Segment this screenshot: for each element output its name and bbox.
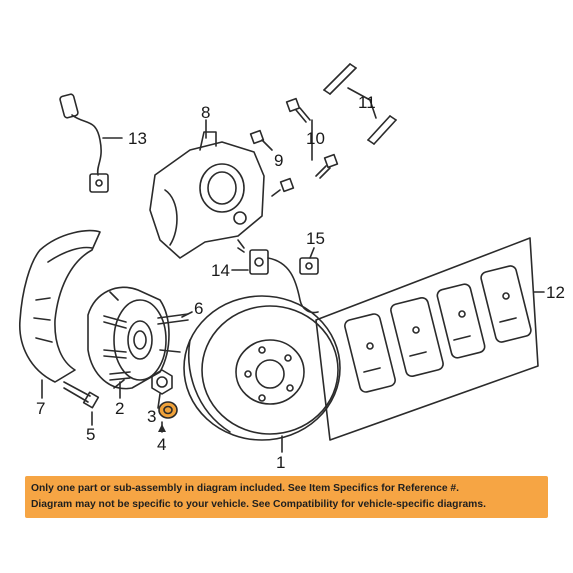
callout-1: 1 — [276, 453, 285, 472]
caliper-bolts — [285, 97, 339, 179]
callout-8: 8 — [201, 103, 210, 122]
disclaimer-banner: Only one part or sub-assembly in diagram… — [25, 476, 548, 518]
hub-washer-highlighted — [158, 401, 178, 433]
callout-3: 3 — [147, 407, 156, 426]
hub-nut — [151, 369, 173, 409]
disclaimer-line-1: Only one part or sub-assembly in diagram… — [31, 483, 460, 494]
callout-12: 12 — [546, 283, 565, 302]
hub-bearing — [87, 286, 189, 399]
callout-7: 7 — [36, 399, 45, 418]
caliper-guide-bolt — [249, 129, 295, 197]
callout-14: 14 — [211, 261, 230, 280]
sensor-clip — [299, 247, 319, 275]
callout-9: 9 — [274, 151, 283, 170]
callout-13: 13 — [128, 129, 147, 148]
callout-11: 11 — [358, 93, 376, 112]
abs-sensor — [231, 239, 319, 314]
callout-15: 15 — [306, 229, 325, 248]
callout-2: 2 — [115, 399, 124, 418]
splash-shield — [19, 229, 101, 399]
brake-rotor — [183, 295, 341, 453]
disclaimer-line-2: Diagram may not be specific to your vehi… — [31, 499, 486, 510]
hub-mounting-bolt — [63, 381, 100, 426]
callout-6: 6 — [194, 299, 203, 318]
wear-sensor-wire — [59, 93, 123, 193]
callout-4: 4 — [157, 435, 166, 454]
guide-pins — [323, 63, 397, 145]
callout-5: 5 — [86, 425, 95, 444]
pad-kit-panel — [315, 237, 545, 441]
callout-10: 10 — [306, 129, 325, 148]
brake-caliper — [149, 119, 265, 259]
